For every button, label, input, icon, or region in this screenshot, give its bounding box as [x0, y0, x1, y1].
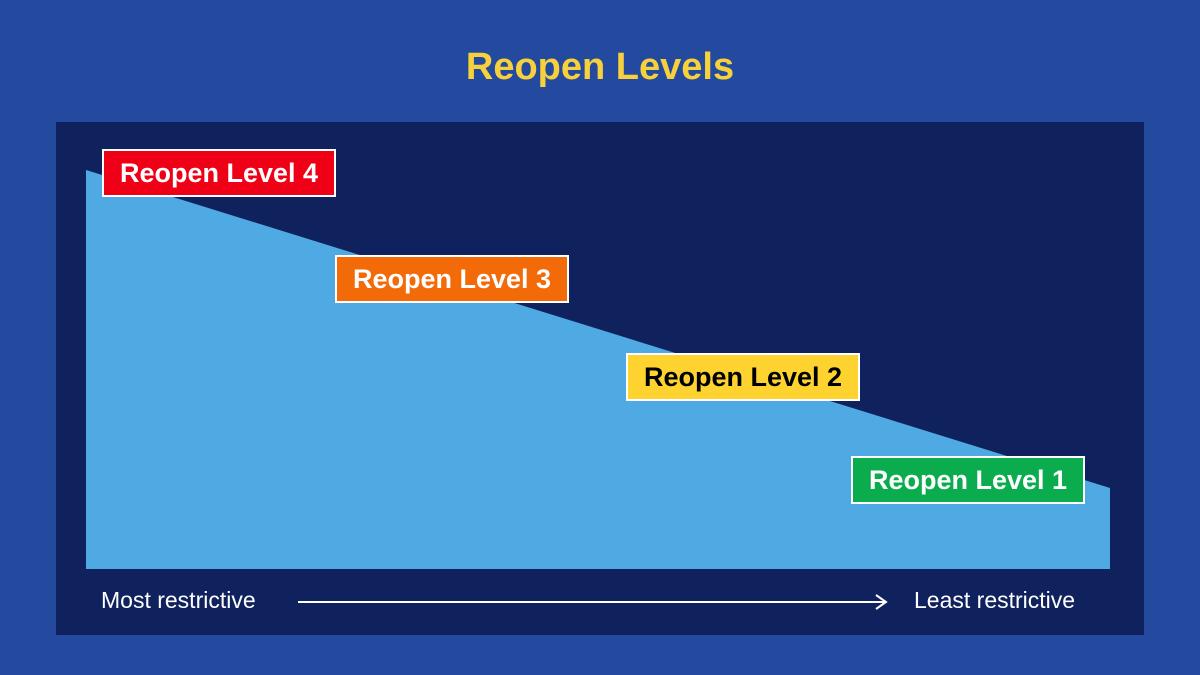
level-3-label: Reopen Level 3	[353, 264, 552, 294]
level-1-badge: Reopen Level 1	[851, 456, 1086, 504]
ramp-shape	[86, 170, 1110, 569]
level-2-badge: Reopen Level 2	[626, 353, 861, 401]
diagram-panel: Reopen Level 4 Reopen Level 3 Reopen Lev…	[56, 122, 1144, 635]
restriction-ramp	[86, 170, 1110, 569]
level-4-badge: Reopen Level 4	[102, 149, 337, 197]
most-restrictive-label: Most restrictive	[101, 587, 256, 613]
level-1-label: Reopen Level 1	[869, 465, 1068, 495]
least-restrictive-label: Least restrictive	[914, 587, 1076, 613]
slide-title: Reopen Levels	[465, 46, 735, 88]
right-arrow-icon	[298, 594, 888, 610]
level-2-label: Reopen Level 2	[644, 362, 843, 392]
level-4-label: Reopen Level 4	[120, 158, 319, 188]
level-3-badge: Reopen Level 3	[335, 255, 570, 303]
